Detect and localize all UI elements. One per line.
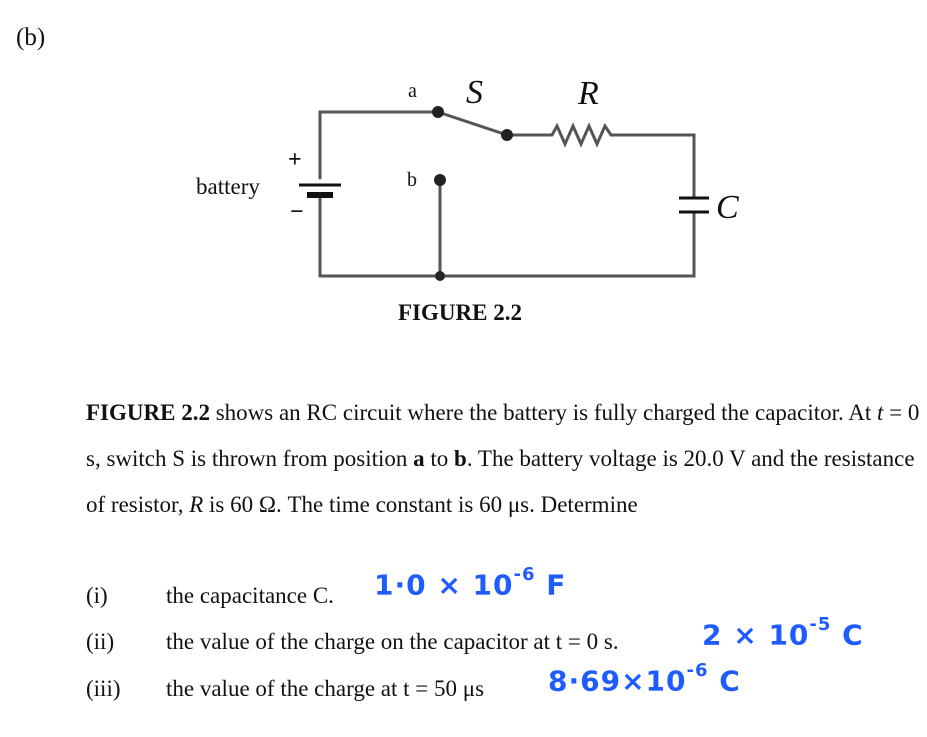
question-paragraph: FIGURE 2.2 shows an RC circuit where the… [86, 400, 920, 517]
node-a-dot [432, 106, 444, 118]
wire-resistor-to-capacitor [609, 133, 696, 200]
switch-label: S [466, 74, 483, 111]
question-number: (i) [86, 583, 108, 608]
node-b-label: b [407, 169, 417, 191]
wire-battery-to-a [318, 110, 440, 180]
node-b-dot [434, 174, 446, 186]
part-label: (b) [16, 24, 46, 51]
battery-plus: + [288, 147, 302, 173]
question-number: (ii) [86, 629, 115, 654]
junction-dot [435, 271, 445, 281]
question-text: the value of the charge on the capacitor… [166, 629, 619, 654]
battery-minus: − [290, 199, 304, 225]
handwritten-answer: 2 × 10-5 C [702, 614, 864, 652]
resistor [550, 122, 613, 148]
question-text: the capacitance C. [166, 583, 334, 608]
battery-label: battery [196, 174, 260, 199]
node-a-label: a [408, 80, 417, 102]
question-number: (iii) [86, 676, 121, 701]
switch-pivot-dot [501, 129, 513, 141]
rc-circuit-diagram: battery + − a b S R C [196, 74, 739, 281]
figure-reference: FIGURE 2.2 [86, 400, 210, 425]
wire-capacitor-to-bottom [318, 196, 696, 278]
figure-caption: FIGURE 2.2 [398, 300, 522, 325]
resistor-label: R [577, 75, 599, 112]
switch-blade [436, 110, 509, 137]
handwritten-answer: 1·0 × 10-6 F [374, 564, 567, 602]
question-text: the value of the charge at t = 50 μs [166, 676, 485, 701]
handwritten-answer: 8·69×10-6 C [548, 660, 741, 698]
capacitor-label: C [716, 189, 739, 226]
